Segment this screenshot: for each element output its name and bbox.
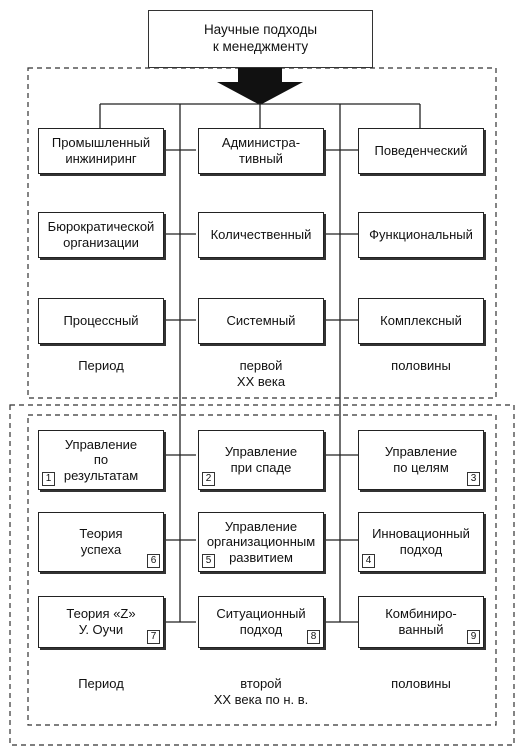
- approach-complex: Комплексный: [358, 298, 484, 344]
- approach-label: Управление по целям: [384, 444, 458, 475]
- approach-label: Управление при спаде: [224, 444, 298, 475]
- approach-label: Управление организационным развитием: [206, 518, 316, 565]
- approach-number: 1: [42, 472, 55, 486]
- approach-label: Поведенческий: [374, 143, 468, 159]
- approach-label: Администра- тивный: [221, 135, 301, 166]
- approach-combined: Комбиниро- ванный 9: [358, 596, 484, 648]
- approach-administrative: Администра- тивный: [198, 128, 324, 174]
- period-caption-left: Период: [78, 676, 124, 691]
- approach-number: 3: [467, 472, 480, 486]
- period-caption-left: Период: [78, 358, 124, 373]
- approach-functional: Функциональный: [358, 212, 484, 258]
- approach-systemic: Системный: [198, 298, 324, 344]
- approach-label: Управление по результатам: [63, 436, 139, 483]
- approach-situational: Ситуационный подход 8: [198, 596, 324, 648]
- approach-theory-of-success: Теория успеха 6: [38, 512, 164, 572]
- diagram-title-text: Научные подходы к менеджменту: [203, 22, 318, 54]
- approach-number: 5: [202, 554, 215, 568]
- approach-label: Теория «Z» У. Оучи: [66, 606, 136, 637]
- approach-label: Бюрократической организации: [47, 219, 155, 250]
- approach-number: 2: [202, 472, 215, 486]
- approach-management-by-objectives: Управление по целям 3: [358, 430, 484, 490]
- approach-label: Количественный: [210, 227, 312, 243]
- approach-organizational-development: Управление организационным развитием 5: [198, 512, 324, 572]
- approach-behavioral: Поведенческий: [358, 128, 484, 174]
- diagram-title: Научные подходы к менеджменту: [148, 10, 373, 68]
- period-caption-right: половины: [391, 676, 451, 691]
- approach-process: Процессный: [38, 298, 164, 344]
- approach-theory-z: Теория «Z» У. Оучи 7: [38, 596, 164, 648]
- approach-number: 9: [467, 630, 480, 644]
- approach-label: Ситуационный подход: [216, 606, 306, 637]
- approach-label: Комбиниро- ванный: [385, 606, 457, 637]
- approach-label: Инновационный подход: [372, 526, 470, 557]
- approach-number: 8: [307, 630, 320, 644]
- approach-label: Комплексный: [380, 313, 462, 329]
- approach-number: 7: [147, 630, 160, 644]
- approach-number: 4: [362, 554, 375, 568]
- approach-label: Процессный: [63, 313, 139, 329]
- approach-management-in-decline: Управление при спаде 2: [198, 430, 324, 490]
- approach-label: Системный: [226, 313, 296, 329]
- approach-management-by-results: Управление по результатам 1: [38, 430, 164, 490]
- second-half-inner-frame: [27, 414, 497, 726]
- approach-label: Промышленный инжиниринг: [51, 135, 151, 166]
- approach-quantitative: Количественный: [198, 212, 324, 258]
- period-caption-center: второй XX века по н. в.: [213, 676, 309, 707]
- approach-industrial-engineering: Промышленный инжиниринг: [38, 128, 164, 174]
- approach-bureaucratic: Бюрократической организации: [38, 212, 164, 258]
- approach-label: Теория успеха: [79, 526, 123, 557]
- approach-label: Функциональный: [369, 227, 473, 243]
- approach-innovation: Инновационный подход 4: [358, 512, 484, 572]
- down-arrow: [217, 68, 303, 105]
- period-caption-center: первой XX века: [236, 358, 286, 389]
- period-caption-right: половины: [391, 358, 451, 373]
- second-half-outer-frame: [9, 404, 515, 746]
- approach-number: 6: [147, 554, 160, 568]
